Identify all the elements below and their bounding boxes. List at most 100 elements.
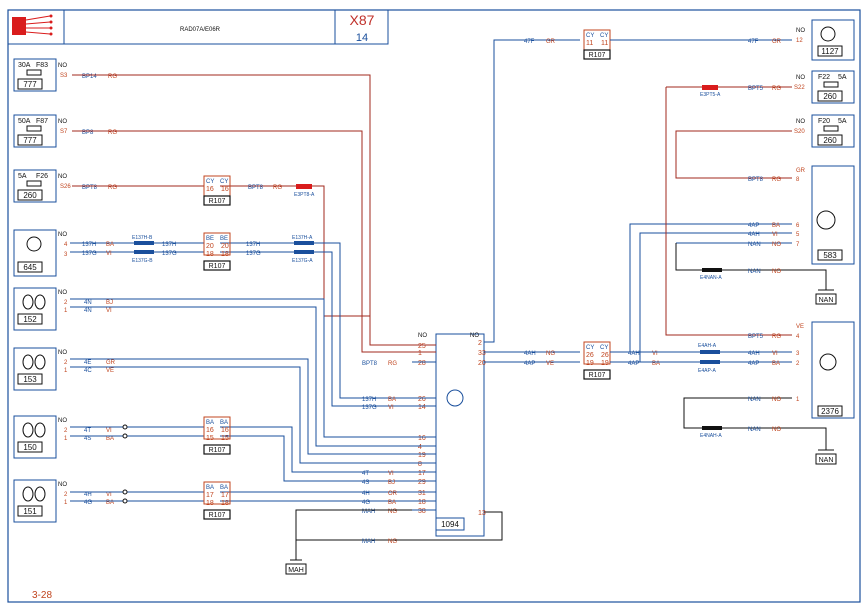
splice-e137g-a (294, 250, 314, 254)
connector-name: R107 (589, 372, 606, 379)
node-box (17, 189, 43, 201)
wire-code: 47F (748, 39, 759, 45)
connector-tag (203, 509, 231, 520)
wire-code: 4T (362, 471, 369, 477)
conn-label: CY (220, 179, 228, 185)
pin-no: NO (796, 119, 805, 125)
wire-code: 137G (82, 251, 97, 257)
fuse-amp: 50A (18, 118, 31, 125)
wire-code: 137H (162, 242, 176, 248)
wire-4ap-583 (629, 223, 792, 353)
wire-nan-gnd (675, 243, 827, 290)
ecu-pin: 28 (418, 360, 426, 367)
node-box (817, 134, 843, 146)
pin: 2 (796, 361, 800, 367)
node-box (817, 249, 843, 261)
splice-dot (122, 498, 128, 504)
connector-shell (203, 416, 231, 440)
wire-code: 137H (362, 397, 376, 403)
speaker-icon (34, 294, 46, 310)
pin: 5 (796, 232, 800, 238)
node-label: 153 (23, 375, 37, 384)
ecu-no: NO (418, 333, 427, 339)
splice-dot (122, 433, 128, 439)
connector-name: R107 (209, 198, 226, 205)
wire-nan-2376 (683, 397, 827, 450)
pin-no: NO (58, 482, 67, 488)
wire-color: VI (106, 308, 112, 314)
wire-code: 4C (84, 368, 92, 374)
wire-color: NG (388, 509, 397, 515)
wire-code: 4G (84, 500, 92, 506)
wire-color: RG (108, 185, 117, 191)
connector-shell (203, 232, 231, 256)
speaker-icon (22, 486, 34, 502)
connector-name: R107 (209, 447, 226, 454)
fuse-icon (26, 69, 42, 76)
wire-137g-ecu (300, 251, 412, 407)
fuse-amp: F22 (818, 74, 830, 81)
splice-label: E3PT5-A (700, 92, 721, 98)
fuse-icon (823, 81, 839, 88)
node-label: 1127 (821, 47, 839, 56)
wire-code: BPT5 (748, 334, 764, 340)
wire-color: VI (772, 351, 778, 357)
splice-label: E4AH-A (698, 343, 717, 349)
conn-label: BA (206, 485, 214, 491)
wire-color: BA (106, 436, 114, 442)
title-ref: RAD07A/E06R (180, 27, 221, 33)
pin-no: NO (58, 174, 67, 180)
pin: 1 (796, 397, 800, 403)
wire-code: 137G (362, 405, 377, 411)
pin-label: S3 (60, 73, 68, 79)
pin: 3 (796, 351, 800, 357)
fuse-amp: 30A (18, 62, 31, 69)
connector-logo-icon (12, 14, 53, 36)
ecu-pin-r: 13 (478, 510, 486, 517)
wire-color: BA (652, 361, 660, 367)
pin: 3 (64, 252, 68, 258)
node-box (17, 313, 43, 325)
wire-code: BPT8 (248, 185, 264, 191)
ecu-pin: 31 (418, 490, 426, 497)
ecu-label-box (435, 517, 465, 531)
wire-code: 4AP (748, 361, 759, 367)
wire-color: NO (772, 269, 781, 275)
ecu-pin: 29 (418, 479, 426, 486)
wire-4c (70, 366, 412, 464)
conn-pin: 20 (206, 243, 214, 250)
wire-color: RG (388, 361, 397, 367)
conn-pin: 11 (601, 40, 608, 47)
pin: 8 (796, 177, 800, 183)
node-box (817, 405, 843, 417)
pin-no: NO (58, 63, 67, 69)
conn-pin: 15 (221, 435, 229, 442)
wire-code: 137H (246, 242, 260, 248)
splice-label: E137G-B (132, 258, 153, 264)
title-num: 14 (356, 32, 368, 44)
conn-label: BA (220, 485, 228, 491)
sensor-icon (820, 26, 836, 42)
ground-label: NAN (819, 457, 834, 464)
connector-tag (583, 369, 611, 380)
conn-pin: 18 (206, 251, 214, 258)
wire-color: BA (772, 223, 780, 229)
wire-47f (484, 39, 580, 343)
wire-code: 4H (362, 491, 370, 497)
wire-code: 137H (82, 242, 96, 248)
ground-label: NAN (819, 297, 834, 304)
ground-box (815, 453, 837, 465)
pin-label: S26 (60, 184, 71, 190)
conn-label: CY (600, 33, 608, 39)
wire-mah (295, 509, 412, 560)
wire-color: GR (546, 39, 556, 45)
wire-color: NG (388, 539, 397, 545)
wire-code: MAH (362, 539, 375, 545)
pin: 4 (796, 334, 800, 340)
wire-color: BA (106, 242, 114, 248)
ecu-pin: 19 (418, 452, 426, 459)
connector-name: R107 (589, 52, 606, 59)
ground-label: MAH (288, 567, 304, 574)
